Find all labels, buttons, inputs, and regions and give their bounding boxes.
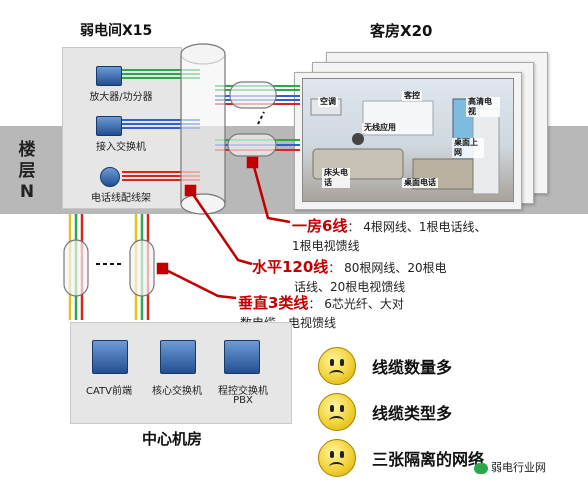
note-room: 一房6线： 4根网线、1根电话线、 bbox=[292, 215, 487, 236]
note-horizontal-text: ： 80根网线、20根电 bbox=[328, 261, 447, 275]
center-room-title: 中心机房 bbox=[142, 430, 203, 448]
trunk-bottom bbox=[180, 193, 226, 215]
trunk-body bbox=[181, 54, 225, 204]
callout-horizontal-marker bbox=[184, 184, 197, 197]
problem-1: 线缆数量多 bbox=[372, 358, 453, 377]
access-switch-icon bbox=[96, 116, 122, 136]
note-room-text: ： 4根网线、1根电话线、 bbox=[347, 220, 487, 234]
conduit-dots bbox=[257, 111, 265, 125]
problem-2: 线缆类型多 bbox=[372, 404, 453, 423]
watermark-text: 弱电行业网 bbox=[491, 461, 546, 474]
problem-3: 三张隔离的网络 bbox=[372, 450, 485, 469]
weak-device-label-1: 放大器/功分器 bbox=[89, 92, 153, 103]
sad-face-icon bbox=[318, 393, 356, 431]
callout-room-line bbox=[251, 162, 291, 224]
sad-face-icon bbox=[318, 439, 356, 477]
patch-panel-icon bbox=[100, 167, 120, 187]
note-horizontal-text2: 话线、20根电视馈线 bbox=[294, 280, 406, 294]
conduit-upper bbox=[229, 81, 277, 109]
note-room-heading: 一房6线 bbox=[292, 217, 348, 235]
center-device-label-1: CATV前端 bbox=[86, 386, 132, 397]
center-device-label-3b: PBX bbox=[233, 395, 253, 406]
core-switch-icon bbox=[160, 340, 196, 374]
note-vertical: 垂直3类线： 6芯光纤、大对 bbox=[238, 292, 404, 313]
conduit-lower bbox=[227, 133, 277, 157]
pbx-icon bbox=[224, 340, 260, 374]
callout-vertical-marker bbox=[156, 262, 169, 275]
callout-room-marker bbox=[246, 156, 259, 169]
tag-guest-control: 客控 bbox=[402, 91, 422, 101]
riser-conduit-left bbox=[63, 239, 89, 297]
callout-vertical-line bbox=[161, 266, 237, 300]
tag-desk-net: 桌面上网 bbox=[452, 138, 484, 158]
floor-label-text: 楼层N bbox=[18, 140, 36, 202]
amplifier-icon bbox=[96, 66, 122, 86]
floor-label: 楼层N bbox=[12, 140, 42, 203]
sad-face-icon bbox=[318, 347, 356, 385]
tag-ac: 空调 bbox=[318, 97, 338, 107]
catv-headend-icon bbox=[92, 340, 128, 374]
weak-room-title: 弱电间X15 bbox=[80, 23, 153, 39]
weak-device-label-3: 电话线配线架 bbox=[91, 193, 151, 204]
center-device-label-2: 核心交换机 bbox=[152, 386, 202, 397]
note-horizontal: 水平120线： 80根网线、20根电 bbox=[252, 256, 447, 277]
callout-horizontal-line bbox=[188, 189, 253, 266]
note-vertical-text: ： 6芯光纤、大对 bbox=[308, 297, 404, 311]
guest-room-title: 客房X20 bbox=[370, 22, 433, 40]
tag-desk-phone: 桌面电话 bbox=[402, 178, 438, 188]
tag-wireless: 无线应用 bbox=[362, 123, 398, 133]
tag-hdtv: 高清电视 bbox=[466, 97, 500, 117]
center-device-label-3: 程控交换机 bbox=[218, 386, 268, 397]
note-horizontal-heading: 水平120线 bbox=[252, 258, 329, 276]
tag-bed-phone: 床头电话 bbox=[322, 168, 350, 188]
weak-device-label-2: 接入交换机 bbox=[96, 142, 146, 153]
note-vertical-heading: 垂直3类线 bbox=[238, 294, 309, 312]
note-room-text2: 1根电视馈线 bbox=[292, 239, 360, 253]
watermark: 弱电行业网 bbox=[474, 459, 546, 475]
riser-conduit-right bbox=[129, 239, 155, 297]
wechat-icon bbox=[474, 462, 488, 474]
